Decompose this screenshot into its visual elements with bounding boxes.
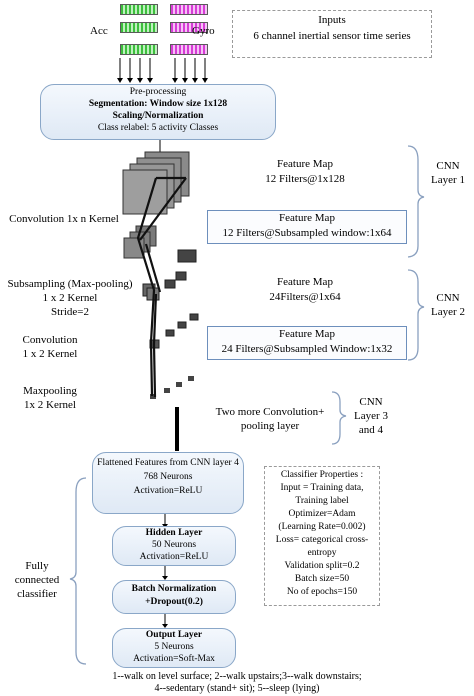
- more-layers-line1: Two more Convolution+: [215, 406, 325, 418]
- classifier-prop-line: Loss= categorical cross-: [275, 535, 369, 545]
- output-layer-neurons: 5 Neurons: [154, 642, 194, 652]
- feature-map-stack-1: [122, 151, 190, 215]
- flattened-box: [92, 452, 244, 514]
- brace-cnn-layer-2: [407, 269, 425, 361]
- flattened-neurons: 768 Neurons: [143, 472, 193, 482]
- hidden-layer-box: [112, 526, 236, 566]
- output-layer-title: Output Layer: [145, 630, 203, 640]
- classifier-properties-box: [264, 466, 380, 606]
- hidden-layer-activation: Activation=ReLU: [139, 552, 209, 562]
- preprocessing-segmentation: Segmentation: Window size 1x128: [88, 99, 228, 109]
- gyro-signal: [170, 4, 208, 15]
- batch-norm-dropout: +Dropout(0.2): [145, 597, 203, 607]
- feature-map-3-title: Feature Map: [277, 276, 333, 288]
- brace-cnn-layer-1: [407, 145, 425, 258]
- classifier-prop-line: Training label: [295, 496, 349, 506]
- classifier-prop-line: No of epochs=150: [286, 587, 358, 597]
- fc-label-line1: Fully: [25, 560, 49, 572]
- gyro-label: Gyro: [192, 25, 215, 37]
- hidden-layer-neurons: 50 Neurons: [151, 540, 197, 550]
- acc-signal: [120, 4, 158, 15]
- feature-map-3-desc: 24Filters@1x64: [269, 291, 341, 303]
- feature-map-stack-5: [150, 376, 194, 399]
- feature-map-2-title: Feature Map: [279, 212, 335, 224]
- conv2-label: Convolution: [22, 334, 78, 346]
- kernel-lines: [136, 176, 187, 398]
- inputs-box: [232, 10, 432, 58]
- classifier-prop-line: entropy: [307, 548, 337, 558]
- preprocessing-relabel: Class relabel: 5 activity Classes: [97, 123, 219, 133]
- cnn-layer-2-sub: Layer 2: [431, 306, 465, 318]
- acc-signal: [120, 22, 158, 33]
- acc-signal: [120, 44, 158, 55]
- classifier-prop-line: Validation split=0.2: [284, 561, 360, 571]
- cnn-layer-3-and4: and 4: [358, 424, 384, 436]
- feature-map-1-desc: 12 Filters@1x128: [265, 173, 345, 185]
- fc-label-line3: classifier: [17, 588, 57, 600]
- hidden-layer-title: Hidden Layer: [145, 528, 203, 538]
- class-legend-line1: 1--walk on level surface; 2--walk upstai…: [112, 671, 362, 682]
- feature-map-stack-2: [123, 225, 197, 263]
- cnn-layer-1-label: CNN: [436, 160, 460, 172]
- feature-map-4-desc: 24 Filters@Subsampled Window:1x32: [221, 343, 393, 355]
- feature-map-2-box: [207, 210, 407, 244]
- inputs-title: Inputs: [318, 14, 346, 26]
- batch-norm-title: Batch Normalization: [131, 584, 217, 594]
- classifier-prop-line: (Learning Rate=0.002): [278, 522, 366, 532]
- inputs-desc: 6 channel inertial sensor time series: [253, 30, 411, 42]
- brace-cnn-layer-3-4: [331, 391, 347, 445]
- classifier-prop-line: Optimizer=Adam: [288, 509, 356, 519]
- conv1-label: Convolution 1x n Kernel: [9, 213, 119, 225]
- subsampling-stride: Stride=2: [51, 306, 89, 318]
- feature-map-4-title: Feature Map: [279, 328, 335, 340]
- preprocessing-box: [40, 84, 276, 140]
- gyro-signal: [170, 22, 208, 33]
- classifier-prop-line: Input = Training data,: [280, 483, 364, 493]
- conv2-kernel: 1 x 2 Kernel: [22, 348, 78, 360]
- cnn-layer-3-label: CNN: [359, 396, 383, 408]
- batch-norm-box: [112, 580, 236, 614]
- more-layers-line2: pooling layer: [240, 420, 300, 432]
- output-layer-activation: Activation=Soft-Max: [133, 654, 215, 664]
- cnn-layer-1-sub: Layer 1: [431, 174, 465, 186]
- output-layer-box: [112, 628, 236, 668]
- feature-map-1-title: Feature Map: [277, 158, 333, 170]
- feature-map-4-box: [207, 326, 407, 360]
- classifier-prop-line: Classifier Properties :: [280, 470, 364, 480]
- cnn-layer-2-label: CNN: [436, 292, 460, 304]
- fc-label-line2: connected: [14, 574, 60, 586]
- acc-label: Acc: [90, 25, 108, 37]
- gyro-signal: [170, 44, 208, 55]
- maxpool-kernel: 1x 2 Kernel: [24, 399, 76, 411]
- flattened-title: Flattened Features from CNN layer 4: [97, 458, 239, 468]
- brace-fully-connected: [69, 477, 87, 665]
- feature-map-stack-4: [149, 313, 199, 349]
- class-legend-line2: 4--sedentary (stand+ sit); 5--sleep (lyi…: [154, 683, 320, 694]
- flattened-activation: Activation=ReLU: [133, 486, 203, 496]
- maxpool-label: Maxpooling: [23, 385, 77, 397]
- cnn-layer-3-sub: Layer 3: [354, 410, 388, 422]
- classifier-prop-line: Batch size=50: [294, 574, 350, 584]
- subsampling-label: Subsampling (Max-pooling): [7, 278, 133, 290]
- preprocessing-title: Pre-processing: [129, 87, 187, 97]
- subsampling-kernel: 1 x 2 Kernel: [42, 292, 98, 304]
- preprocessing-scaling: Scaling/Normalization: [112, 111, 204, 121]
- feature-map-2-desc: 12 Filters@Subsampled window:1x64: [222, 227, 392, 239]
